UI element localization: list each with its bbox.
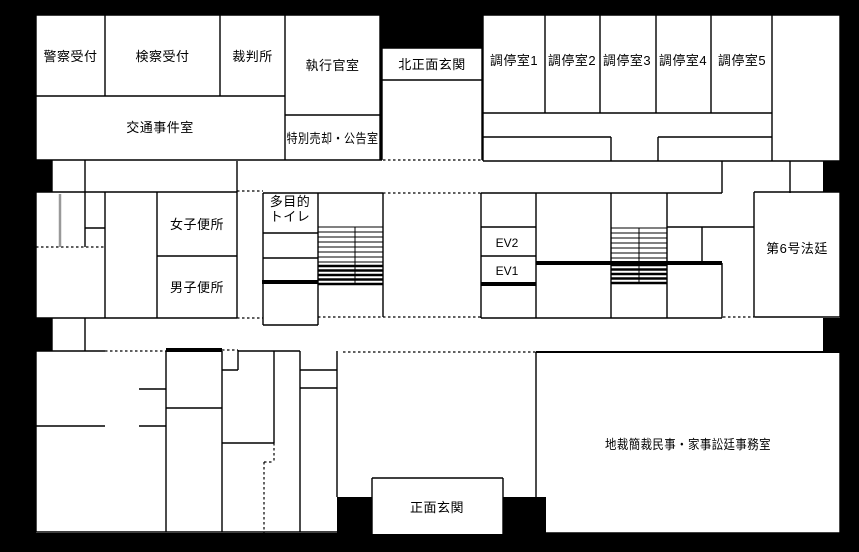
room-label-mediation-4: 調停室4 (659, 53, 707, 68)
floor-area-main-entrance (372, 478, 503, 534)
room-label-mediation-2: 調停室2 (548, 53, 596, 68)
room-label-courthouse: 裁判所 (232, 49, 273, 64)
room-label-mediation-1: 調停室1 (490, 53, 538, 68)
room-label-main-entrance: 正面玄関 (410, 500, 464, 515)
floor-area-northeast-block (483, 15, 840, 161)
room-label-mediation-5: 調停室5 (718, 53, 766, 68)
room-label-multipurpose-toilet-line2: トイレ (270, 209, 311, 224)
floor-area-lower-corridor (52, 318, 823, 351)
walls (35, 14, 841, 534)
room-label-multipurpose-toilet-line1: 多目的 (270, 194, 311, 209)
room-label-civil-family-office: 地裁簡裁民事・家事訟廷事務室 (605, 437, 771, 452)
dotted-boundaries (36, 159, 755, 533)
floor-area-middle-band (36, 192, 840, 318)
room-label-elevator-2: EV2 (496, 236, 519, 250)
floor-area-northwest-block (36, 15, 380, 160)
east-staircase (611, 227, 667, 285)
black-block-left-of-entrance (337, 497, 372, 534)
room-labels: 警察受付 検察受付 裁判所 執行官室 北正面玄関 調停室1 調停室2 調停室3 … (43, 49, 827, 515)
west-stair-treads-thick (318, 264, 383, 286)
black-blocks (0, 497, 859, 552)
east-stair-treads (611, 227, 667, 283)
west-stair-treads (318, 226, 383, 284)
floor-area-office-room (536, 353, 840, 533)
floor-area-upper-corridor (52, 160, 823, 193)
floor-area-southwest-block (36, 351, 536, 497)
thick-walls (166, 261, 722, 352)
room-label-police-reception: 警察受付 (43, 49, 97, 64)
room-label-mediation-3: 調停室3 (603, 53, 651, 68)
black-block-right-of-entrance (503, 497, 546, 534)
room-label-prosecutor-reception: 検察受付 (135, 49, 189, 64)
room-label-courtroom-6: 第6号法廷 (766, 241, 828, 256)
floor-area-north-entrance-hall (382, 48, 482, 160)
room-label-womens-toilet: 女子便所 (170, 217, 224, 232)
room-label-mens-toilet: 男子便所 (170, 280, 224, 295)
east-stair-treads-thick (611, 263, 667, 285)
black-band-bottom (0, 534, 859, 552)
room-label-elevator-1: EV1 (496, 264, 519, 278)
west-staircase (318, 226, 383, 286)
floor-area-southwest-lower (36, 497, 337, 533)
floor-areas (36, 15, 840, 534)
room-label-traffic-cases: 交通事件室 (126, 120, 194, 135)
room-label-north-main-entrance: 北正面玄関 (398, 57, 466, 72)
room-label-special-sale-notice: 特別売却・公告室 (287, 131, 379, 146)
room-label-enforcement-officer: 執行官室 (305, 58, 359, 73)
